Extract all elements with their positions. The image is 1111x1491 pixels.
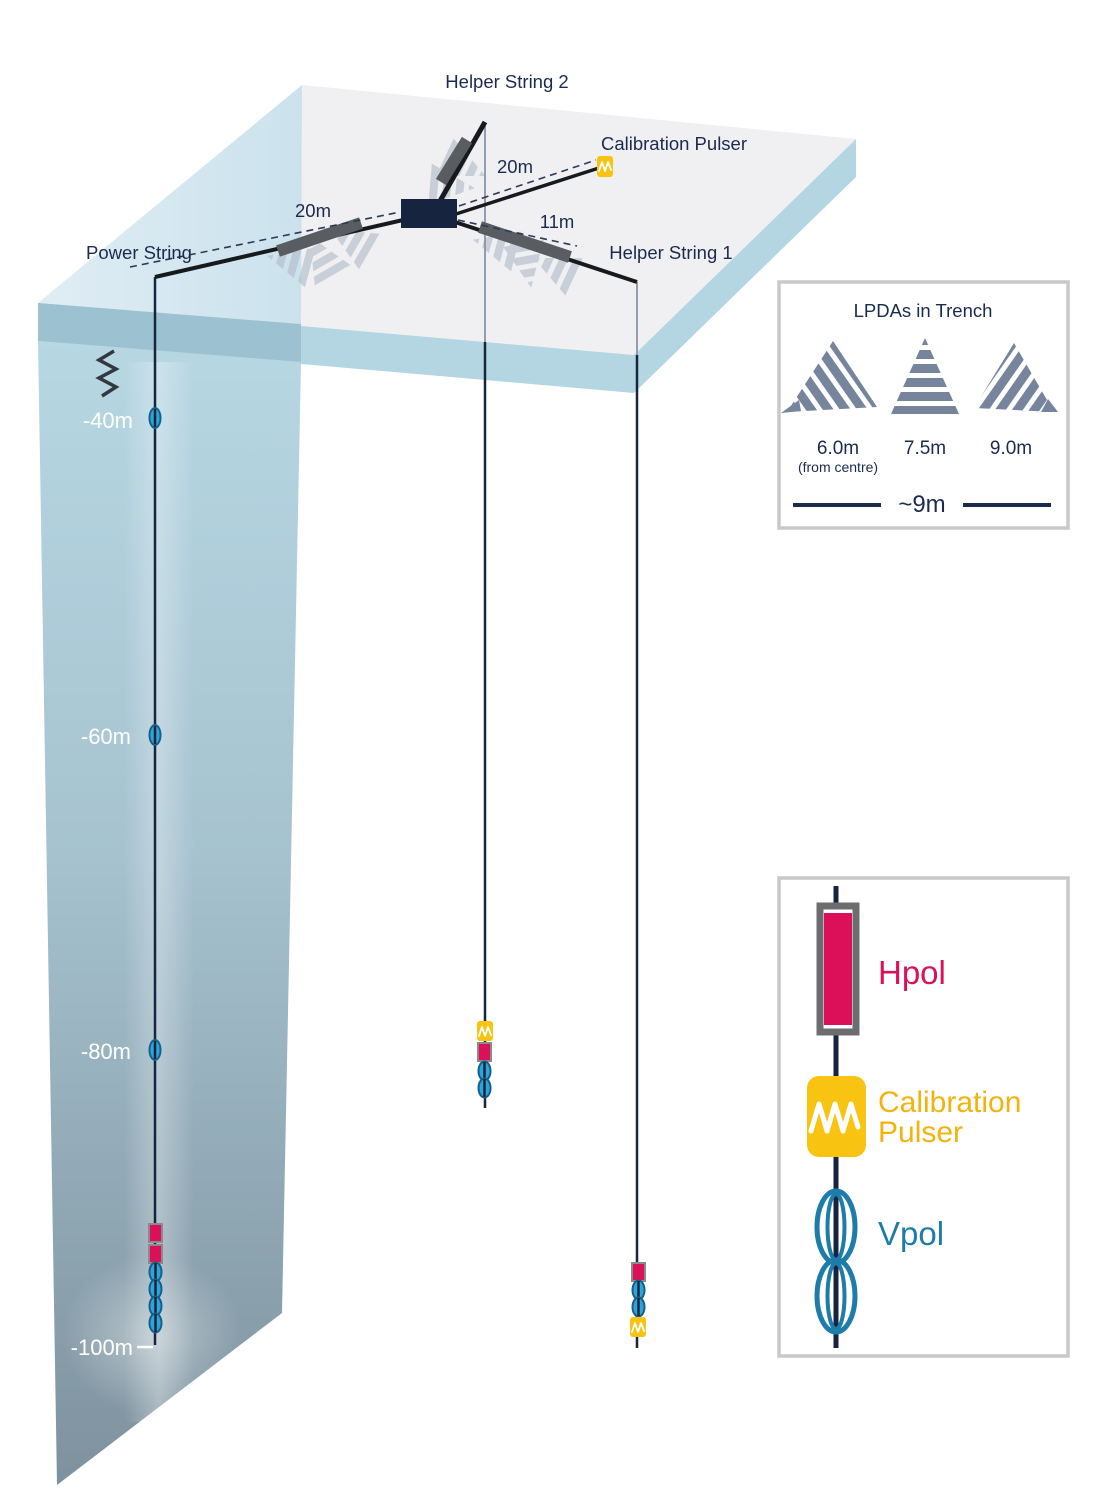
cal-pulser-cable [455, 165, 603, 216]
ghost-lpda-icon [330, 229, 381, 271]
power-string-label: Power String [86, 242, 192, 263]
vpol-icon [148, 407, 162, 429]
depth-80m-label: -80m [81, 1039, 131, 1064]
hpol-legend-icon [816, 902, 860, 1036]
lpda-9m-icon [974, 343, 1054, 412]
vpol-icon [477, 1060, 492, 1082]
depth-100m-label: -100m [71, 1335, 133, 1360]
helper-string-2-label: Helper String 2 [445, 71, 568, 92]
depth-break-squiggle [95, 349, 120, 398]
distance-dashed-lines [129, 159, 597, 268]
cal-pulser-icon [630, 1317, 646, 1337]
lpda-9m-icon-tip [1041, 399, 1058, 412]
lpda-7m-icon [891, 338, 959, 414]
surface-labels: Helper String 2 Calibration Pulser Power… [86, 71, 747, 263]
depth-60m-label: -60m [81, 724, 131, 749]
lpda-7m-label: 7.5m [904, 438, 946, 459]
hpol-icon [477, 1042, 492, 1062]
ice-edge-band-left-dark [38, 303, 301, 362]
cal-distance-label: 20m [497, 156, 533, 177]
ghost-lpda-icon [310, 236, 352, 287]
cal-pulser-legend-icon [807, 1076, 866, 1157]
power-string-bottom-cluster [148, 1223, 163, 1334]
trench-bars [276, 136, 572, 263]
helper2-trench-bar [435, 136, 473, 186]
lpda-6m-icon [787, 341, 877, 412]
ice-block [38, 85, 856, 1485]
power-distance-label: 20m [295, 200, 331, 221]
power-dashed-line [129, 211, 401, 268]
ice-top-surface-left-blue [38, 85, 302, 324]
vpol-legend-icon [814, 1188, 858, 1335]
lpda-legend-title: LPDAs in Trench [854, 300, 993, 321]
helper-string-1-label: Helper String 1 [609, 242, 732, 263]
depth-40m-label: -40m [83, 408, 133, 433]
calibration-pulser-label: Calibration Pulser [601, 133, 747, 154]
helper1-string-cluster [630, 1262, 646, 1337]
lpda-9m-label: 9.0m [990, 438, 1032, 459]
lpda-6m-label: 6.0m [817, 438, 859, 459]
cal-dashed-line [458, 159, 597, 207]
hpol-legend-label: Hpol [878, 954, 946, 991]
hpol-icon [148, 1244, 163, 1264]
helper2-string-cluster [477, 1021, 493, 1099]
symbol-legend-box: Hpol Calibration Pulser Vpol [777, 876, 1070, 1358]
lpda-6m-sublabel: (from centre) [798, 459, 878, 475]
cal-legend-label-1: Calibration [878, 1086, 1021, 1119]
helper1-trench-bar [478, 221, 572, 263]
ice-wall-glow-bottom [62, 1255, 242, 1415]
lpda-6m-icon-tip [781, 400, 801, 413]
vpol-icon [631, 1296, 646, 1318]
ghost-lpda-icon [533, 257, 584, 297]
vpol-icon [631, 1279, 646, 1301]
surface-cal-pulser-icon [597, 156, 613, 177]
power-trench-bar [276, 217, 363, 257]
ice-edge-band-right [634, 139, 856, 393]
vpol-icon [148, 1312, 163, 1334]
lpda-legend-box: LPDAs in Trench 6.0m (from centre) 7.5m … [777, 280, 1070, 530]
helper2-arm [433, 120, 488, 210]
helper1-dashed-line [457, 219, 578, 247]
power-string-depth-vpols [148, 407, 162, 1061]
cal-pulser-icon [477, 1021, 493, 1041]
ghost-lpda-icon [266, 247, 317, 288]
hpol-icon [631, 1262, 646, 1282]
cal-legend-label-2: Pulser [878, 1116, 963, 1149]
helper1-distance-label: 11m [540, 211, 575, 232]
hpol-icon [148, 1223, 163, 1243]
scale-bar-label: ~9m [898, 491, 945, 518]
vpol-icon [148, 724, 162, 746]
vpol-legend-label: Vpol [878, 1215, 944, 1252]
daq-box [401, 199, 457, 228]
depth-labels: -40m -60m -80m -100m [71, 408, 153, 1360]
vpol-icon [148, 1039, 162, 1061]
vpol-icon [477, 1077, 492, 1099]
